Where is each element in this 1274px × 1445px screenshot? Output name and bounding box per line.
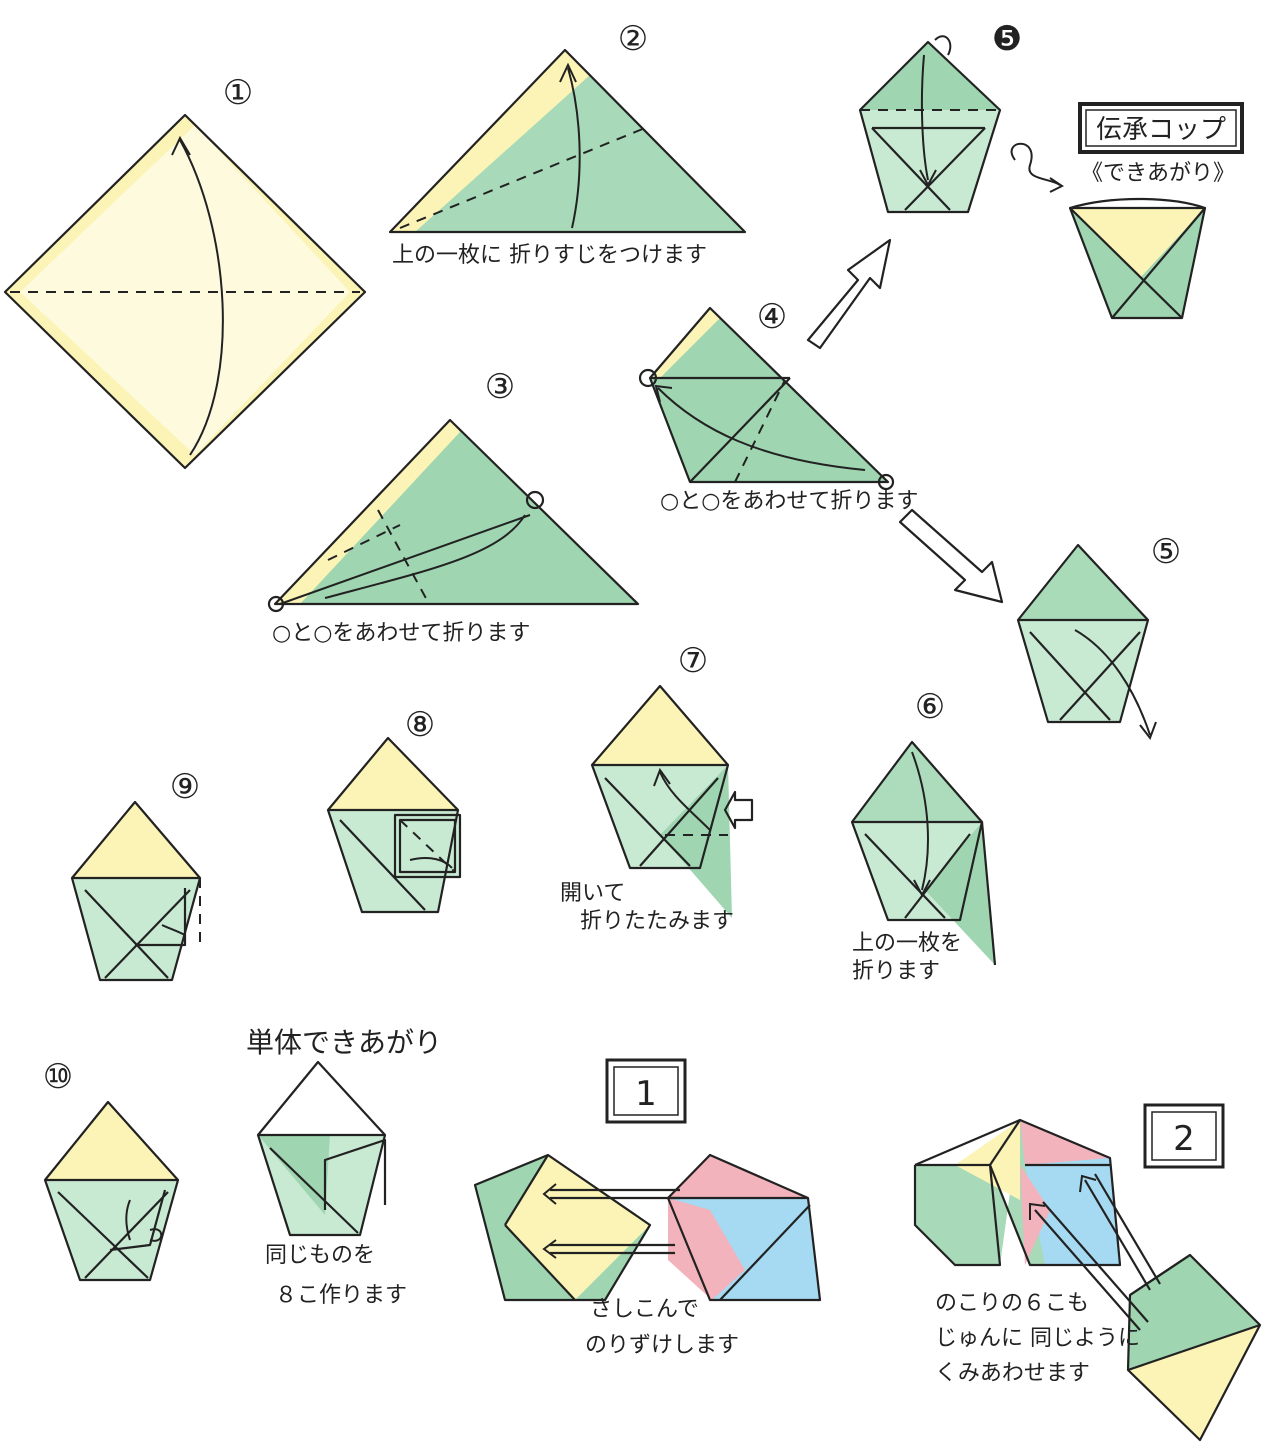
- step-10-number: ⑩: [43, 1057, 73, 1097]
- assembly-2-caption-line2: じゅんに 同じように: [935, 1326, 1140, 1351]
- unit-title: 単体できあがり: [246, 1026, 442, 1059]
- finished-title: 伝承コップ: [1096, 115, 1226, 145]
- arrow-to-step-5b: [808, 240, 890, 348]
- finished-cup-diagram: [1070, 199, 1205, 318]
- assembly-1-caption-line2: のりずけします: [585, 1333, 739, 1358]
- step-2-diagram: [390, 50, 745, 232]
- step-2-caption: 上の一枚に 折りすじをつけます: [392, 243, 707, 268]
- step-5-number: ⑤: [1151, 532, 1181, 572]
- step-3-number: ③: [485, 367, 515, 407]
- step-7-number: ⑦: [678, 641, 708, 681]
- step-8-number: ⑧: [405, 705, 435, 745]
- unit-caption-line2: ８こ作ります: [275, 1283, 407, 1308]
- assembly-1-caption-line1: さしこんで: [590, 1297, 699, 1322]
- step-8-diagram: [328, 738, 460, 912]
- unit-diagram: [258, 1062, 385, 1235]
- step-5b-diagram: [860, 36, 1000, 212]
- step-1-diagram: [5, 115, 365, 468]
- step-6-caption-line1: 上の一枚を: [852, 931, 962, 956]
- step-9-diagram: [72, 802, 200, 980]
- assembly-1-label: 1: [635, 1074, 657, 1114]
- unit-caption-line1: 同じものを: [265, 1243, 375, 1268]
- step-3-caption: ○と○をあわせて折ります: [272, 621, 530, 646]
- step-9-number: ⑨: [170, 767, 200, 807]
- step-4-number: ④: [757, 297, 787, 337]
- finished-subtitle: 《できあがり》: [1081, 161, 1235, 186]
- step-2-number: ②: [618, 19, 648, 59]
- arrow-to-step-5: [900, 510, 1002, 602]
- assembly-2-label: 2: [1173, 1119, 1195, 1159]
- step-6-number: ⑥: [915, 687, 945, 727]
- step-1-number: ①: [223, 73, 253, 113]
- assembly-1-diagram: [475, 1155, 820, 1300]
- step-10-diagram: [45, 1102, 178, 1280]
- step-7-caption-line2: 折りたたみます: [580, 909, 734, 934]
- step-5b-number: ❺: [992, 19, 1022, 59]
- step-5-diagram: [1018, 545, 1156, 738]
- step-3-diagram: [269, 420, 638, 611]
- assembly-2-caption-line1: のこりの６こも: [935, 1291, 1089, 1316]
- step-4-caption: ○と○をあわせて折ります: [660, 489, 918, 514]
- step-6-caption-line2: 折ります: [852, 959, 940, 984]
- step-7-caption-line1: 開いて: [560, 881, 625, 906]
- assembly-2-caption-line3: くみあわせます: [935, 1361, 1090, 1386]
